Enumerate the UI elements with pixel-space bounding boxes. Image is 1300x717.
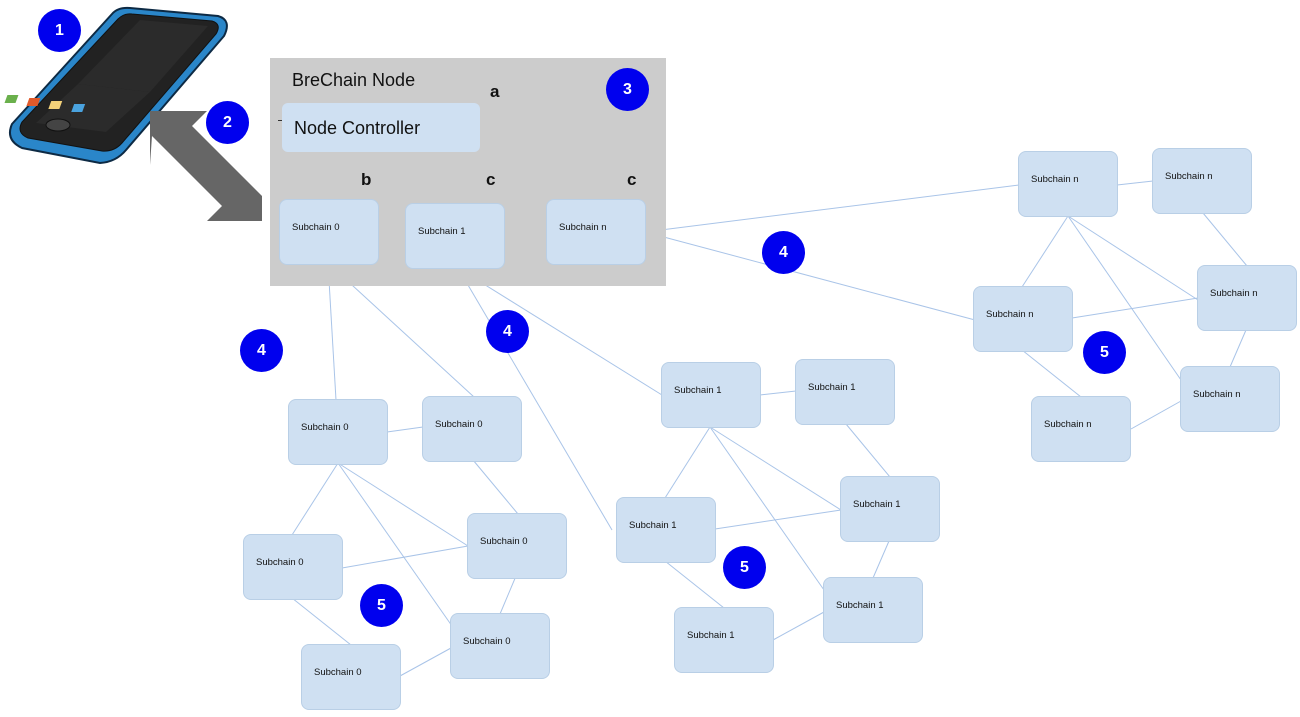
node-controller: Node Controller	[282, 103, 480, 152]
letter-c: c	[486, 170, 496, 189]
link	[457, 267, 663, 396]
phone-and-arrow	[4, 6, 262, 221]
letter-c: c	[627, 170, 637, 189]
link	[1021, 349, 1082, 398]
subchain-box: Subchain n	[973, 286, 1073, 352]
link	[1071, 297, 1199, 319]
link	[664, 426, 711, 499]
subchain-box: Subchain n	[546, 199, 646, 265]
link	[291, 597, 352, 646]
badge-2: 2	[206, 101, 249, 144]
subchain-label: Subchain 1	[853, 499, 901, 510]
subchain-label: Subchain n	[986, 309, 1034, 320]
badge-4: 4	[486, 310, 529, 353]
subchain-box: Subchain n	[1197, 265, 1297, 331]
badge-5: 5	[1083, 331, 1126, 374]
subchain-label: Subchain 0	[435, 419, 483, 430]
subchain-label: Subchain 1	[418, 226, 466, 237]
subchain-box: Subchain 1	[823, 577, 923, 643]
subchain-box: Subchain 1	[840, 476, 940, 542]
bidirectional-arrow-icon	[150, 111, 262, 221]
subchain-label: Subchain 1	[674, 385, 722, 396]
subchain-box: Subchain n	[1018, 151, 1118, 217]
subchain-label: Subchain 0	[314, 667, 362, 678]
link	[772, 611, 825, 641]
link	[709, 426, 825, 591]
letter-b: b	[361, 170, 372, 189]
tick-mark	[278, 120, 282, 121]
subchain-box: Subchain 0	[450, 613, 550, 679]
badge-1: 1	[38, 9, 81, 52]
link	[1021, 215, 1069, 288]
subchain-box: Subchain 1	[616, 497, 716, 563]
link	[337, 462, 453, 627]
subchain-label: Subchain n	[1210, 288, 1258, 299]
subchain-box: Subchain 0	[301, 644, 401, 710]
link	[1229, 329, 1247, 368]
link	[714, 509, 842, 530]
link	[1116, 180, 1154, 186]
subchain-label: Subchain n	[1044, 419, 1092, 430]
subchain-box: Subchain 1	[405, 203, 505, 269]
link	[291, 462, 339, 536]
link	[1130, 400, 1182, 430]
subchain-label: Subchain 0	[292, 222, 340, 233]
link	[1067, 215, 1199, 301]
link	[341, 545, 469, 569]
link	[472, 459, 519, 515]
badge-4: 4	[762, 231, 805, 274]
subchain-label: Subchain n	[559, 222, 607, 233]
subchain-label: Subchain n	[1165, 171, 1213, 182]
link	[386, 426, 424, 433]
link	[644, 231, 976, 321]
link	[1067, 215, 1182, 381]
subchain-box: Subchain 0	[467, 513, 567, 579]
subchain-box: Subchain 1	[674, 607, 774, 673]
link	[759, 390, 797, 396]
link	[1202, 212, 1248, 267]
link	[644, 184, 1020, 233]
link	[457, 267, 613, 531]
link	[872, 540, 890, 579]
link	[664, 560, 725, 609]
subchain-label: Subchain 0	[301, 422, 349, 433]
subchain-label: Subchain 0	[256, 557, 304, 568]
subchain-label: Subchain 1	[629, 520, 677, 531]
panel-title: BreChain Node	[292, 70, 416, 90]
subchain-label: Subchain 1	[808, 382, 856, 393]
badge-4: 4	[240, 329, 283, 372]
subchain-label: Subchain 0	[480, 536, 528, 547]
subchain-box: Subchain 1	[661, 362, 761, 428]
letter-a: a	[490, 82, 500, 101]
link	[499, 575, 517, 615]
subchain-box: Subchain n	[1031, 396, 1131, 462]
subchain-box: Subchain 1	[795, 359, 895, 425]
smartphone-icon	[4, 6, 228, 165]
badge-5: 5	[360, 584, 403, 627]
link	[709, 426, 842, 511]
badge-5: 5	[723, 546, 766, 589]
subchain-box: Subchain n	[1152, 148, 1252, 214]
subchain-label: Subchain 0	[463, 636, 511, 647]
subchain-box: Subchain n	[1180, 366, 1280, 432]
subchain-box: Subchain 0	[288, 399, 388, 465]
subchain-box: Subchain 0	[422, 396, 522, 462]
subchain-label: Subchain 1	[836, 600, 884, 611]
subchain-box: Subchain 0	[243, 534, 343, 600]
badge-3: 3	[606, 68, 649, 111]
link	[845, 423, 891, 478]
link	[399, 647, 452, 677]
subchain-box: Subchain 0	[279, 199, 379, 265]
subchain-label: Subchain n	[1193, 389, 1241, 400]
subchain-label: Subchain n	[1031, 174, 1079, 185]
link	[337, 462, 469, 547]
subchain-label: Subchain 1	[687, 630, 735, 641]
